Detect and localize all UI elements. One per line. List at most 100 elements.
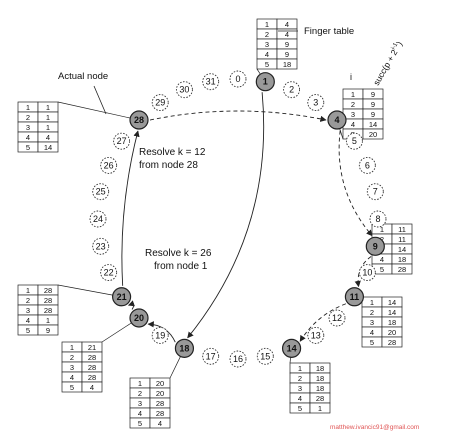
- finger-table-cell: 9: [46, 326, 50, 335]
- finger-table-cell: 14: [388, 298, 396, 307]
- ring-node-label: 24: [93, 214, 103, 224]
- finger-table-cell: 9: [285, 50, 289, 59]
- ring-node-22: 22: [100, 264, 118, 282]
- finger-table-cell: 4: [351, 120, 355, 129]
- actual-node-label: Actual node: [58, 71, 108, 82]
- finger-table-cell: 2: [265, 30, 269, 39]
- ring-node-label: 5: [352, 136, 357, 146]
- finger-table-cell: 3: [138, 399, 142, 408]
- finger-table-cell: 5: [265, 60, 269, 69]
- finger-table-cell: 11: [398, 235, 406, 244]
- finger-table-cell: 28: [44, 286, 52, 295]
- leader-line-node-18: [169, 356, 181, 379]
- finger-table-cell: 4: [26, 316, 30, 325]
- finger-table-cell: 1: [26, 103, 30, 112]
- ring-node-label: 20: [134, 313, 144, 323]
- finger-table-cell: 3: [26, 306, 30, 315]
- finger-table-cell: 28: [88, 373, 96, 382]
- ring-node-label: 22: [104, 268, 114, 278]
- finger-table-cell: 3: [298, 384, 302, 393]
- finger-table-cell: 14: [398, 245, 406, 254]
- ring-node-label: 0: [235, 74, 240, 84]
- ring-node-label: 29: [155, 98, 165, 108]
- finger-table-cell: 4: [138, 409, 142, 418]
- finger-table-cell: 5: [26, 143, 30, 152]
- finger-table-cell: 4: [380, 255, 384, 264]
- finger-table-cell: 2: [26, 296, 30, 305]
- ring-node-label: 18: [179, 343, 189, 353]
- finger-table-cell: 9: [371, 100, 375, 109]
- finger-table-cell: 1: [46, 316, 50, 325]
- ring-node-label: 15: [260, 351, 270, 361]
- finger-table-cell: 2: [298, 374, 302, 383]
- finger-table-cell: 1: [138, 379, 142, 388]
- finger-table-cell: 2: [138, 389, 142, 398]
- ring-node-8: 8: [369, 210, 387, 228]
- finger-table-cell: 20: [369, 130, 377, 139]
- finger-table-cell: 1: [46, 103, 50, 112]
- ring-node-label: 14: [287, 343, 297, 353]
- actual-node-pointer: [93, 85, 107, 115]
- ring-node-11: 11: [344, 287, 365, 307]
- finger-table-cell: 9: [371, 90, 375, 99]
- resolve-k26-line2: from node 1: [154, 261, 208, 272]
- finger-table-cell: 2: [351, 100, 355, 109]
- finger-table-cell: 9: [371, 110, 375, 119]
- ring-node-label: 2: [289, 85, 294, 95]
- finger-table-cell: 2: [370, 308, 374, 317]
- ring-node-label: 3: [313, 98, 318, 108]
- finger-table-cell: 5: [298, 404, 302, 413]
- finger-table-cell: 5: [70, 383, 74, 392]
- finger-table-cell: 9: [285, 40, 289, 49]
- ring-node-15: 15: [256, 347, 274, 365]
- ring-node-label: 12: [332, 313, 342, 323]
- resolve-k26-hop-4: [121, 130, 140, 286]
- ring-node-label: 9: [373, 241, 378, 251]
- finger-table-cell: 20: [156, 379, 164, 388]
- ring-node-label: 4: [334, 115, 339, 125]
- ring-node-label: 26: [104, 160, 114, 170]
- ring-node-13: 13: [307, 326, 325, 344]
- finger-table-cell: 1: [26, 286, 30, 295]
- finger-table-cell: 5: [380, 265, 384, 274]
- ring-node-20: 20: [129, 308, 149, 328]
- leader-line-node-14: [289, 357, 291, 364]
- ring-node-label: 28: [134, 115, 144, 125]
- finger-table-cell: 4: [265, 50, 269, 59]
- ring-node-label: 21: [117, 292, 127, 302]
- finger-table-cell: 4: [158, 419, 162, 428]
- leader-line-node-1: [256, 68, 261, 75]
- ring-node-label: 19: [155, 330, 165, 340]
- resolve-k26-hop-1: [187, 92, 265, 339]
- finger-table-cell: 1: [298, 364, 302, 373]
- ring-node-10: 10: [358, 264, 376, 282]
- ring-node-18: 18: [174, 338, 195, 358]
- finger-table-cell: 1: [46, 123, 50, 132]
- finger-table-cell: 28: [398, 265, 406, 274]
- finger-table-cell: 18: [316, 384, 324, 393]
- leader-line-node-28: [57, 101, 131, 119]
- ring-node-1: 1: [255, 72, 275, 92]
- finger-table-cell: 18: [316, 364, 324, 373]
- leader-line-node-4: [339, 128, 344, 140]
- finger-table-cell: 3: [265, 40, 269, 49]
- finger-table-cell: 1: [380, 225, 384, 234]
- finger-table-cell: 4: [298, 394, 302, 403]
- ring-node-label: 10: [362, 268, 372, 278]
- finger-table-cell: 5: [370, 338, 374, 347]
- finger-table-cell: 3: [26, 123, 30, 132]
- column-i-label: i: [350, 72, 352, 82]
- finger-table-cell: 2: [70, 353, 74, 362]
- ring-node-label: 13: [311, 330, 321, 340]
- resolve-k26-hop-3: [127, 300, 135, 310]
- finger-table-cell: 1: [265, 20, 269, 29]
- ring-node-21: 21: [111, 287, 132, 307]
- finger-table-cell: 14: [369, 120, 377, 129]
- ring-node-12: 12: [328, 309, 346, 327]
- finger-table-cell: 2: [26, 113, 30, 122]
